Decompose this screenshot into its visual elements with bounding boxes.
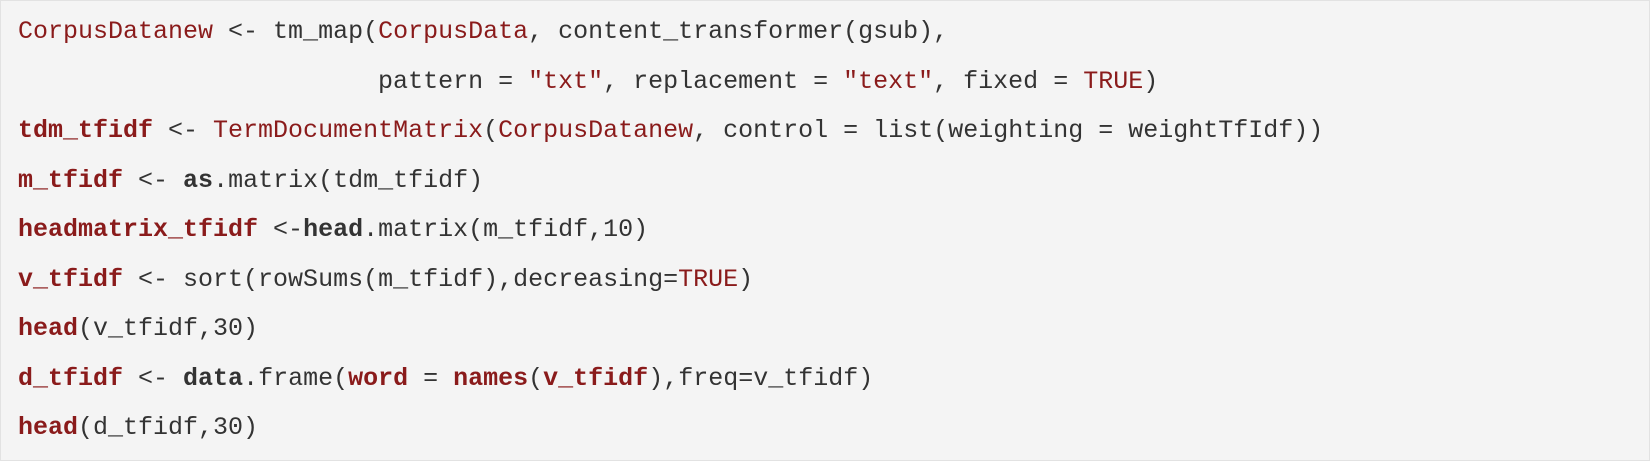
code-line: tdm_tfidf <- TermDocumentMatrix(CorpusDa… — [18, 106, 1649, 156]
code-token: ),freq=v_tfidf) — [648, 363, 874, 393]
code-token: pattern = — [18, 66, 529, 96]
code-token: names — [453, 363, 529, 393]
code-token: "txt" — [528, 66, 604, 96]
code-token: <- — [153, 116, 214, 145]
code-token: <- tm_map( — [213, 17, 379, 46]
code-token: , content_transformer(gsub), — [528, 17, 949, 46]
code-token: , replacement = — [603, 66, 844, 96]
code-token: ) — [738, 264, 754, 294]
code-token: head — [18, 314, 79, 343]
code-token: CorpusData — [378, 17, 529, 46]
code-token: CorpusDatanew — [498, 116, 694, 145]
code-token: .matrix(m_tfidf,10) — [363, 215, 649, 244]
code-token: v_tfidf — [543, 363, 649, 393]
code-token: ( — [483, 116, 499, 145]
code-token: v_tfidf — [18, 264, 124, 294]
code-token: <- — [123, 363, 184, 393]
code-token: data — [183, 363, 244, 393]
code-token: , control = list(weighting = weightTfIdf… — [693, 116, 1324, 145]
code-token: .frame( — [243, 363, 349, 393]
code-token: tdm_tfidf — [18, 116, 154, 145]
code-token: CorpusDatanew — [18, 17, 214, 46]
code-token: d_tfidf — [18, 363, 124, 393]
code-token: ) — [1143, 66, 1159, 96]
code-line: CorpusDatanew <- tm_map(CorpusData, cont… — [18, 7, 1649, 57]
code-token: TRUE — [1083, 66, 1144, 96]
code-token: "text" — [843, 66, 934, 96]
code-line: head(d_tfidf,30) — [18, 403, 1649, 453]
code-token: (d_tfidf,30) — [78, 413, 259, 442]
code-line: head(v_tfidf,30) — [18, 304, 1649, 354]
code-token: head — [303, 215, 364, 244]
code-token: headmatrix_tfidf — [18, 215, 259, 244]
code-token: TRUE — [678, 264, 739, 294]
code-token: .matrix(tdm_tfidf) — [213, 165, 484, 195]
code-token: as — [183, 165, 214, 195]
code-token: <- sort(rowSums(m_tfidf),decreasing= — [123, 264, 679, 294]
code-line: pattern = "txt", replacement = "text", f… — [18, 57, 1649, 107]
code-token: head — [18, 413, 79, 442]
code-line: headmatrix_tfidf <-head.matrix(m_tfidf,1… — [18, 205, 1649, 255]
code-line: v_tfidf <- sort(rowSums(m_tfidf),decreas… — [18, 255, 1649, 305]
code-token: , fixed = — [933, 66, 1084, 96]
code-token: m_tfidf — [18, 165, 124, 195]
code-token: <- — [258, 215, 304, 244]
code-token: <- — [123, 165, 184, 195]
code-line: d_tfidf <- data.frame(word = names(v_tfi… — [18, 354, 1649, 404]
code-token: TermDocumentMatrix — [213, 116, 484, 145]
code-token: word — [348, 363, 409, 393]
code-token: ( — [528, 363, 544, 393]
code-token: = — [408, 363, 454, 393]
code-token: (v_tfidf,30) — [78, 314, 259, 343]
code-line: m_tfidf <- as.matrix(tdm_tfidf) — [18, 156, 1649, 206]
